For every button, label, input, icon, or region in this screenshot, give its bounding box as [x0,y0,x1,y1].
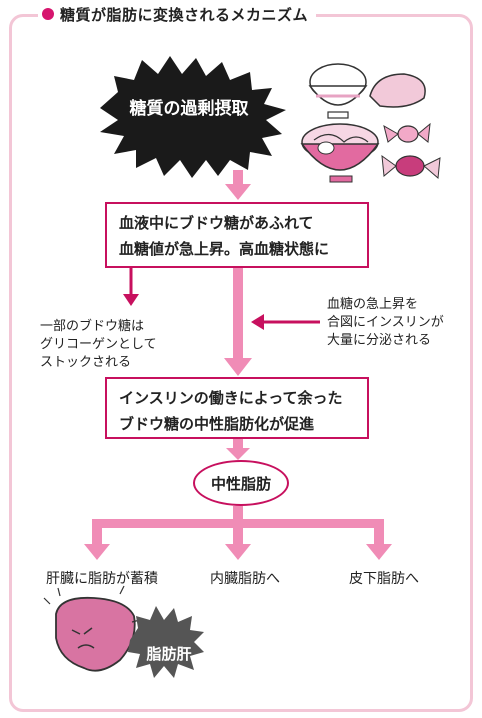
destination-liver: 肝臓に脂肪が蓄積 [46,571,158,587]
insulin-note-line1: 血糖の急上昇を [327,297,419,312]
diagram-header: 糖質が脂肪に変換されるメカニズム [38,2,317,26]
step2-line2: ブドウ糖の中性脂肪化が促進 [119,415,315,433]
step1-line1: 血液中にブドウ糖があふれて [119,214,314,232]
step1-line2: 血糖値が急上昇。高血糖状態に [119,240,330,258]
fatty-liver-label: 脂肪肝 [146,645,192,663]
glycogen-note-line3: ストックされる [40,355,132,370]
destination-subcutaneous-fat: 皮下脂肪へ [349,571,419,587]
burst-shape [100,56,286,178]
insulin-note-line2: 合図にインスリンが [327,315,444,330]
step-box-insulin-action: インスリンの働きによって余った ブドウ糖の中性脂肪化が促進 [105,377,369,439]
destination-visceral-fat: 内臓脂肪へ [210,571,280,587]
glycogen-note: 一部のブドウ糖は グリコーゲンとして ストックされる [40,318,180,372]
branch-arrows [84,506,392,560]
diagram-title: 糖質が脂肪に変換されるメカニズム [60,5,309,24]
rice-bowl-icon [308,63,368,119]
fatty-liver-character-icon [43,585,144,672]
bread-icon [369,73,426,108]
insulin-note: 血糖の急上昇を 合図にインスリンが 大量に分泌される [327,296,467,350]
arrow-burst-to-box1 [225,170,251,200]
noodle-bowl-icon [300,123,380,183]
wrapped-candy-icon [381,154,441,180]
glycogen-note-line1: 一部のブドウ糖は [40,319,145,334]
neutral-fat-label: 中性脂肪 [210,474,271,493]
arrow-box1-to-box2 [224,268,252,376]
glycogen-note-line2: グリコーゲンとして [40,337,157,352]
arrow-box2-to-oval [226,439,250,460]
arrow-to-glycogen [123,268,139,306]
step2-line1: インスリンの働きによって余った [119,389,343,407]
step-box-blood-sugar: 血液中にブドウ糖があふれて 血糖値が急上昇。高血糖状態に [105,202,369,268]
burst-label: 糖質の過剰摂取 [129,99,249,119]
bullet-dot-icon [42,8,54,20]
fatty-liver-burst [128,606,204,678]
insulin-note-line3: 大量に分泌される [327,333,432,348]
candy-icon [383,122,431,143]
arrow-insulin [251,314,320,330]
neutral-fat-oval: 中性脂肪 [193,460,289,506]
